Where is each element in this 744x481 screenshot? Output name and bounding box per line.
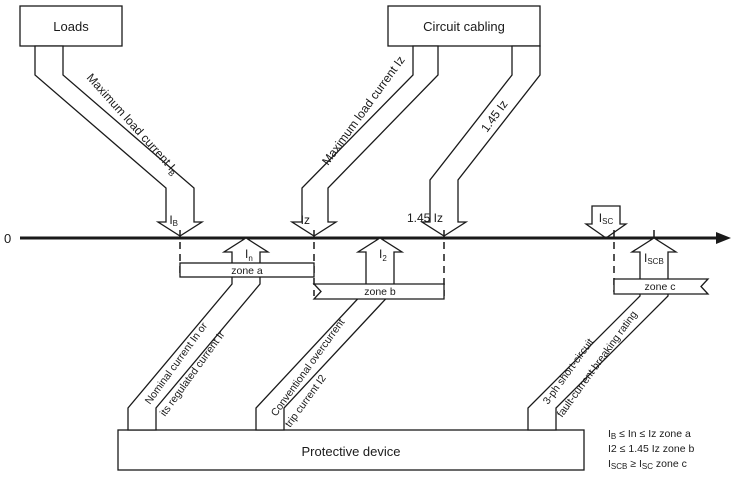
legend-line-zone-a: IB ≤ In ≤ Iz zone a <box>608 428 691 441</box>
conventional-trip-arrow <box>255 237 405 431</box>
zone-c-label: zone c <box>645 281 676 293</box>
circuit-cabling-label: Circuit cabling <box>423 19 505 34</box>
in-label: In <box>245 247 253 263</box>
one45-iz-arrow <box>419 45 541 237</box>
zone-a-bar <box>179 262 315 278</box>
legend-line-zone-b: I2 ≤ 1.45 Iz zone b <box>608 443 694 455</box>
iz-label: Iz <box>301 213 310 227</box>
axis-origin-label: 0 <box>4 231 11 246</box>
loads-label: Loads <box>53 19 89 34</box>
legend: IB ≤ In ≤ Iz zone a I2 ≤ 1.45 Iz zone b … <box>608 428 694 471</box>
iscb-label: ISCB <box>644 251 664 266</box>
isc-arrow <box>583 205 629 239</box>
ib-label: IB <box>169 213 178 228</box>
i2-label: I2 <box>379 247 387 263</box>
zone-c-bar <box>613 278 710 295</box>
zone-b-bar <box>312 283 445 300</box>
axis-arrowhead <box>716 232 731 244</box>
zone-a-label: zone a <box>231 265 263 277</box>
loads-box <box>19 5 123 47</box>
short-circuit-arrow <box>527 237 679 431</box>
isc-label: ISC <box>599 211 614 226</box>
legend-line-zone-c: ISCB ≥ ISC zone c <box>608 458 687 471</box>
circuit-cabling-box <box>387 5 541 47</box>
max-load-ib-arrow <box>34 45 205 237</box>
one45-iz-label: 1.45 Iz <box>407 211 443 225</box>
protective-device-box <box>117 429 585 471</box>
protective-device-label: Protective device <box>302 444 401 459</box>
zone-b-label: zone b <box>364 286 396 298</box>
nominal-current-arrow <box>127 237 271 431</box>
max-load-iz-arrow <box>289 45 439 237</box>
